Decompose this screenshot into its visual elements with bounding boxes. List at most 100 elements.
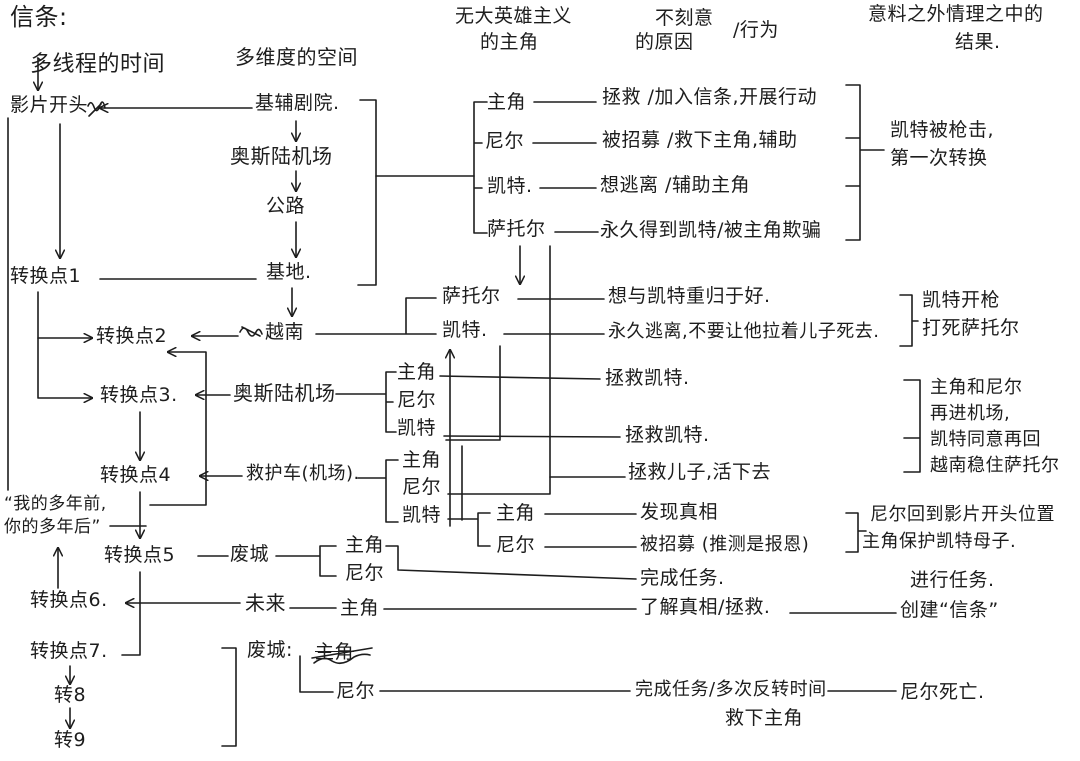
result-label: 凯特同意再回	[930, 429, 1041, 450]
character-neil: 尼尔	[397, 389, 437, 411]
character-protagonist: 主角	[487, 91, 527, 113]
bracket-result-5	[845, 512, 867, 553]
turning-point-6: 转换点6.	[30, 589, 108, 611]
motive-label: 想逃离 /辅助主角	[600, 174, 750, 196]
character-kat: 凯特	[397, 417, 437, 439]
motive-label: 完成任务.	[640, 567, 725, 589]
turning-point-1: 转换点1	[10, 265, 82, 287]
place-vietnam: 越南	[265, 321, 305, 343]
motive-label: 救下主角	[725, 707, 804, 729]
line-protagonist-motive-3	[439, 375, 601, 380]
motive-label: 想与凯特重归于好.	[608, 285, 771, 307]
character-kat: 凯特.	[487, 175, 533, 197]
turning-point-4: 转换点4	[100, 464, 172, 486]
turning-point-7: 转换点7.	[30, 640, 108, 662]
motive-label: 拯救凯特.	[625, 424, 710, 446]
bracket-result-2	[899, 294, 919, 347]
connector-ruined-city-to-group6	[275, 545, 337, 577]
character-protagonist: 主角	[397, 361, 437, 383]
bracket-result-3	[903, 379, 921, 473]
motive-label: 被招募 /救下主角,辅助	[602, 129, 798, 151]
character-kat: 凯特	[402, 504, 442, 526]
motive-label: 拯救凯特.	[605, 367, 690, 389]
place-ruined-city-final: 废城:	[247, 639, 293, 661]
bracket-result-1	[845, 84, 885, 241]
strike-crossed-protagonist	[311, 647, 373, 665]
place-future: 未来	[245, 591, 286, 615]
header-action: /行为	[733, 19, 779, 41]
header-time: 多线程的时间	[30, 52, 166, 77]
character-neil: 尼尔	[345, 562, 385, 584]
motive-label: 拯救 /加入信条,开展行动	[602, 86, 817, 108]
character-protagonist: 主角	[345, 534, 385, 556]
bracket-turning-points-7-9	[221, 647, 237, 747]
result-label: 第一次转换	[890, 147, 988, 169]
line-turning-point-1-branch	[37, 291, 92, 398]
header-space: 多维度的空间	[235, 45, 358, 69]
place-ambulance: 救护车(机场).	[246, 463, 360, 484]
character-protagonist: 主角	[402, 449, 442, 471]
header-reason-line1: 不刻意	[655, 7, 714, 29]
character-protagonist: 主角	[496, 502, 536, 524]
result-label: 创建“信条”	[900, 599, 999, 621]
header-result-line1: 意料之外情理之中的	[868, 3, 1044, 25]
character-kat: 凯特.	[442, 319, 488, 341]
motive-label: 拯救儿子,活下去	[628, 461, 772, 483]
bracket-group6-right	[385, 545, 637, 580]
result-label: 打死萨托尔	[922, 317, 1020, 339]
header-protagonist-line2: 的主角	[480, 31, 539, 53]
header-reason-line2: 的原因	[635, 31, 694, 53]
result-label: 主角保护凯特母子.	[862, 531, 1017, 552]
connector-ruined-city-to-neil	[299, 655, 334, 693]
line-turning-point-5-down	[121, 571, 141, 656]
character-neil: 尼尔	[496, 534, 536, 556]
result-label: 凯特被枪击,	[890, 119, 995, 141]
result-label: 主角和尼尔	[930, 377, 1023, 398]
bracket-places-group1	[357, 99, 377, 286]
character-neil: 尼尔	[485, 130, 525, 152]
character-sator: 萨托尔	[442, 285, 501, 307]
place-oslo-airport-return: 奥斯陆机场	[233, 381, 336, 405]
connector-kat-to-group5	[447, 512, 491, 547]
header-result-line2: 结果.	[955, 31, 1001, 53]
motive-label: 永久逃离,不要让他拉着儿子死去.	[608, 321, 880, 342]
motive-label: 了解真相/拯救.	[640, 596, 771, 618]
place-base: 基地.	[266, 261, 312, 283]
result-label: 凯特开枪	[922, 289, 1001, 311]
result-label: 进行任务.	[910, 569, 995, 591]
result-label: 尼尔回到影片开头位置	[870, 504, 1055, 525]
character-neil: 尼尔	[336, 680, 376, 702]
character-neil: 尼尔	[402, 476, 442, 498]
diagram-title: 信条:	[10, 3, 68, 31]
turning-point-2: 转换点2	[96, 325, 168, 347]
crossed-out-protagonist: 主角	[315, 641, 355, 663]
place-highway: 公路	[266, 195, 306, 217]
turning-point-8: 转8	[54, 684, 87, 706]
motive-label: 完成任务/多次反转时间	[635, 679, 827, 700]
place-ruined-city: 废城	[230, 543, 270, 565]
header-protagonist-line1: 无大英雄主义	[455, 5, 573, 27]
result-label: 尼尔死亡.	[900, 681, 985, 703]
character-sator: 萨托尔	[487, 218, 546, 240]
place-oslo-airport: 奥斯陆机场	[230, 144, 333, 168]
continuity-line-a	[447, 245, 551, 495]
line-kat-motive-3	[443, 435, 621, 438]
motive-label: 发现真相	[640, 501, 719, 523]
connector-ambulance-to-group4	[357, 459, 399, 523]
motive-label: 永久得到凯特/被主角欺骗	[600, 219, 822, 241]
place-kyiv-theater: 基辅剧院.	[255, 92, 340, 114]
continuity-line-c	[445, 345, 501, 441]
quote-line2: 你的多年后”	[4, 517, 101, 537]
connector-vietnam-to-group2	[315, 297, 437, 335]
bracket-characters-group1	[473, 101, 488, 234]
scribble-mark-vietnam	[239, 326, 263, 337]
result-label: 再进机场,	[930, 403, 1011, 424]
loop-turning-point-4-to-2	[149, 352, 207, 506]
character-protagonist: 主角	[340, 597, 380, 619]
turning-point-3: 转换点3.	[100, 384, 178, 406]
motive-label: 被招募 (推测是报恩)	[640, 534, 810, 555]
connector-oslo-to-group3	[335, 371, 397, 433]
turning-point-9: 转9	[54, 729, 87, 751]
turning-point-5: 转换点5	[104, 544, 176, 566]
